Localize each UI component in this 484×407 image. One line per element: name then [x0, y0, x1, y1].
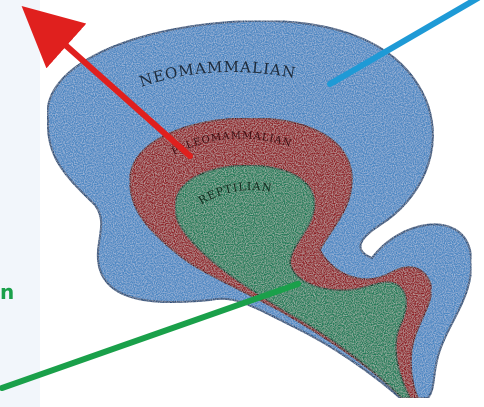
left-panel-background [0, 0, 40, 407]
left-label-fragment: n [0, 280, 14, 304]
